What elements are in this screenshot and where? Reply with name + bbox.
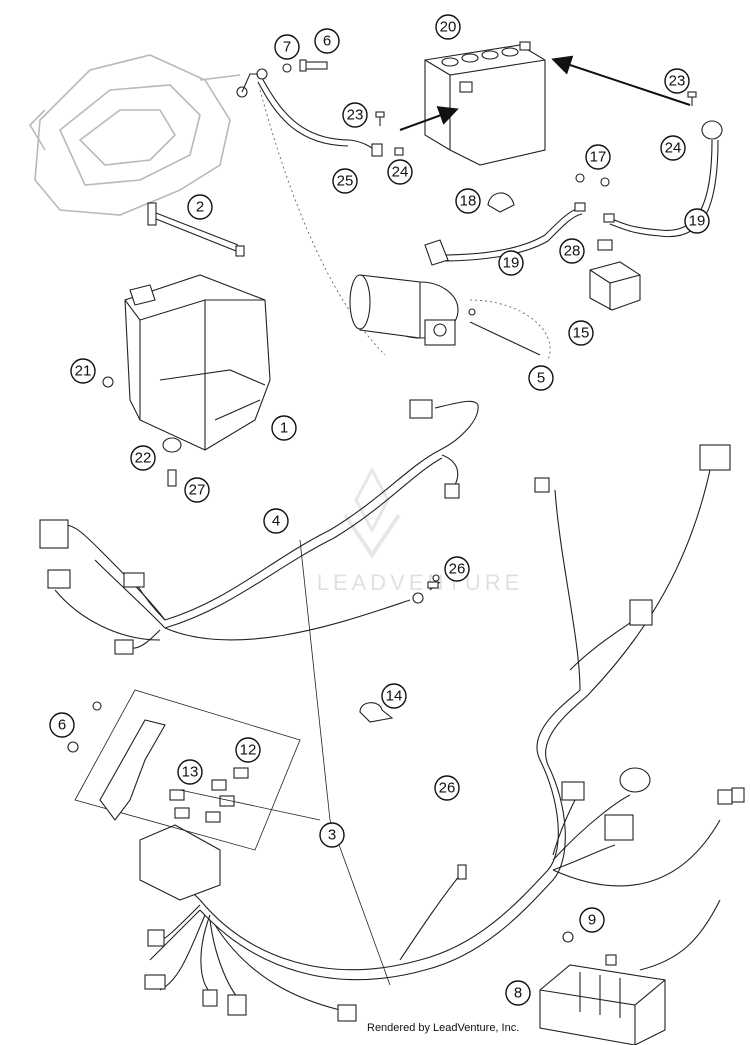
callout-23-right: 23 — [664, 68, 690, 94]
svg-text:5: 5 — [537, 370, 545, 387]
svg-text:27: 27 — [189, 482, 206, 499]
callout-26-upper: 26 — [444, 556, 470, 582]
callout-12: 12 — [235, 737, 261, 763]
svg-text:20: 20 — [440, 19, 457, 36]
screw-21 — [102, 376, 114, 388]
callout-9: 9 — [579, 907, 605, 933]
svg-text:14: 14 — [386, 688, 403, 705]
svg-text:21: 21 — [75, 363, 92, 380]
callout-13: 13 — [177, 759, 203, 785]
svg-text:3: 3 — [328, 827, 336, 844]
callout-2: 2 — [187, 194, 213, 220]
callout-8: 8 — [505, 980, 531, 1006]
callout-17: 17 — [585, 144, 611, 170]
svg-text:26: 26 — [439, 780, 456, 797]
svg-text:23: 23 — [669, 73, 686, 90]
svg-text:19: 19 — [689, 213, 706, 230]
callout-19-center: 19 — [498, 250, 524, 276]
callout-24-left: 24 — [387, 159, 413, 185]
relay-15 — [589, 261, 641, 311]
callout-19-right: 19 — [684, 208, 710, 234]
battery-cable-25 — [236, 68, 383, 157]
callout-1: 1 — [271, 415, 297, 441]
callout-5: 5 — [528, 365, 554, 391]
cable-19-right — [603, 120, 723, 238]
cap-18 — [487, 192, 515, 213]
screw-6a — [92, 701, 102, 711]
svg-text:9: 9 — [588, 912, 596, 929]
callout-24-right: 24 — [660, 135, 686, 161]
svg-text:15: 15 — [573, 325, 590, 342]
svg-text:17: 17 — [590, 149, 607, 166]
callout-3: 3 — [319, 822, 345, 848]
svg-text:2: 2 — [196, 199, 204, 216]
callout-6-top: 6 — [314, 28, 340, 54]
frame-drawing — [28, 54, 241, 216]
cable-2 — [147, 202, 245, 257]
svg-text:22: 22 — [135, 450, 152, 467]
watermark-text: LEADVENTURE — [317, 570, 524, 595]
callout-20: 20 — [435, 14, 461, 40]
svg-text:7: 7 — [283, 39, 291, 56]
callout-22: 22 — [130, 445, 156, 471]
screw-6b — [67, 741, 79, 753]
screw-9 — [562, 931, 574, 943]
regulator-8 — [539, 899, 721, 1045]
callout-27: 27 — [184, 477, 210, 503]
svg-text:23: 23 — [347, 107, 364, 124]
svg-text:24: 24 — [392, 164, 409, 181]
callout-28: 28 — [559, 238, 585, 264]
svg-text:13: 13 — [182, 764, 199, 781]
screw-23-left — [375, 111, 385, 126]
callout-6-left: 6 — [49, 712, 75, 738]
callout-23-left: 23 — [342, 102, 368, 128]
cable-tie-14 — [359, 702, 394, 723]
callout-18: 18 — [455, 188, 481, 214]
svg-text:24: 24 — [665, 140, 682, 157]
bolt-6 — [299, 59, 328, 72]
harness-3 — [139, 444, 745, 1022]
callout-15: 15 — [568, 320, 594, 346]
grommet-22 — [162, 437, 182, 453]
callout-26-lower: 26 — [434, 775, 460, 801]
svg-text:25: 25 — [337, 173, 354, 190]
battery-20 — [424, 41, 546, 166]
bolt-27 — [167, 469, 177, 487]
svg-text:8: 8 — [514, 985, 522, 1002]
nut-24-left — [394, 147, 404, 156]
svg-text:6: 6 — [58, 717, 66, 734]
battery-box-1 — [124, 274, 271, 451]
cable-19-center — [424, 202, 586, 266]
screw-23-right — [687, 91, 697, 106]
callout-7: 7 — [274, 34, 300, 60]
callout-14: 14 — [381, 683, 407, 709]
svg-text:1: 1 — [280, 420, 288, 437]
screw-17a — [575, 173, 585, 183]
svg-text:18: 18 — [460, 193, 477, 210]
svg-text:6: 6 — [323, 33, 331, 50]
callout-21: 21 — [70, 358, 96, 384]
footer-credit: Rendered by LeadVenture, Inc. — [367, 1022, 520, 1034]
screw-17b — [600, 177, 610, 187]
svg-text:12: 12 — [240, 742, 257, 759]
starter-motor — [349, 274, 541, 356]
callout-25: 25 — [332, 168, 358, 194]
callout-4: 4 — [263, 508, 289, 534]
connector-26-upper — [427, 574, 440, 589]
svg-text:4: 4 — [272, 513, 280, 530]
harness-4 — [39, 399, 479, 655]
watermark-logo — [343, 466, 401, 559]
svg-text:26: 26 — [449, 561, 466, 578]
svg-text:19: 19 — [503, 255, 520, 272]
svg-text:28: 28 — [564, 243, 581, 260]
fuse-28 — [597, 239, 613, 251]
bracket-plate — [74, 689, 301, 851]
washer-7 — [282, 63, 292, 73]
